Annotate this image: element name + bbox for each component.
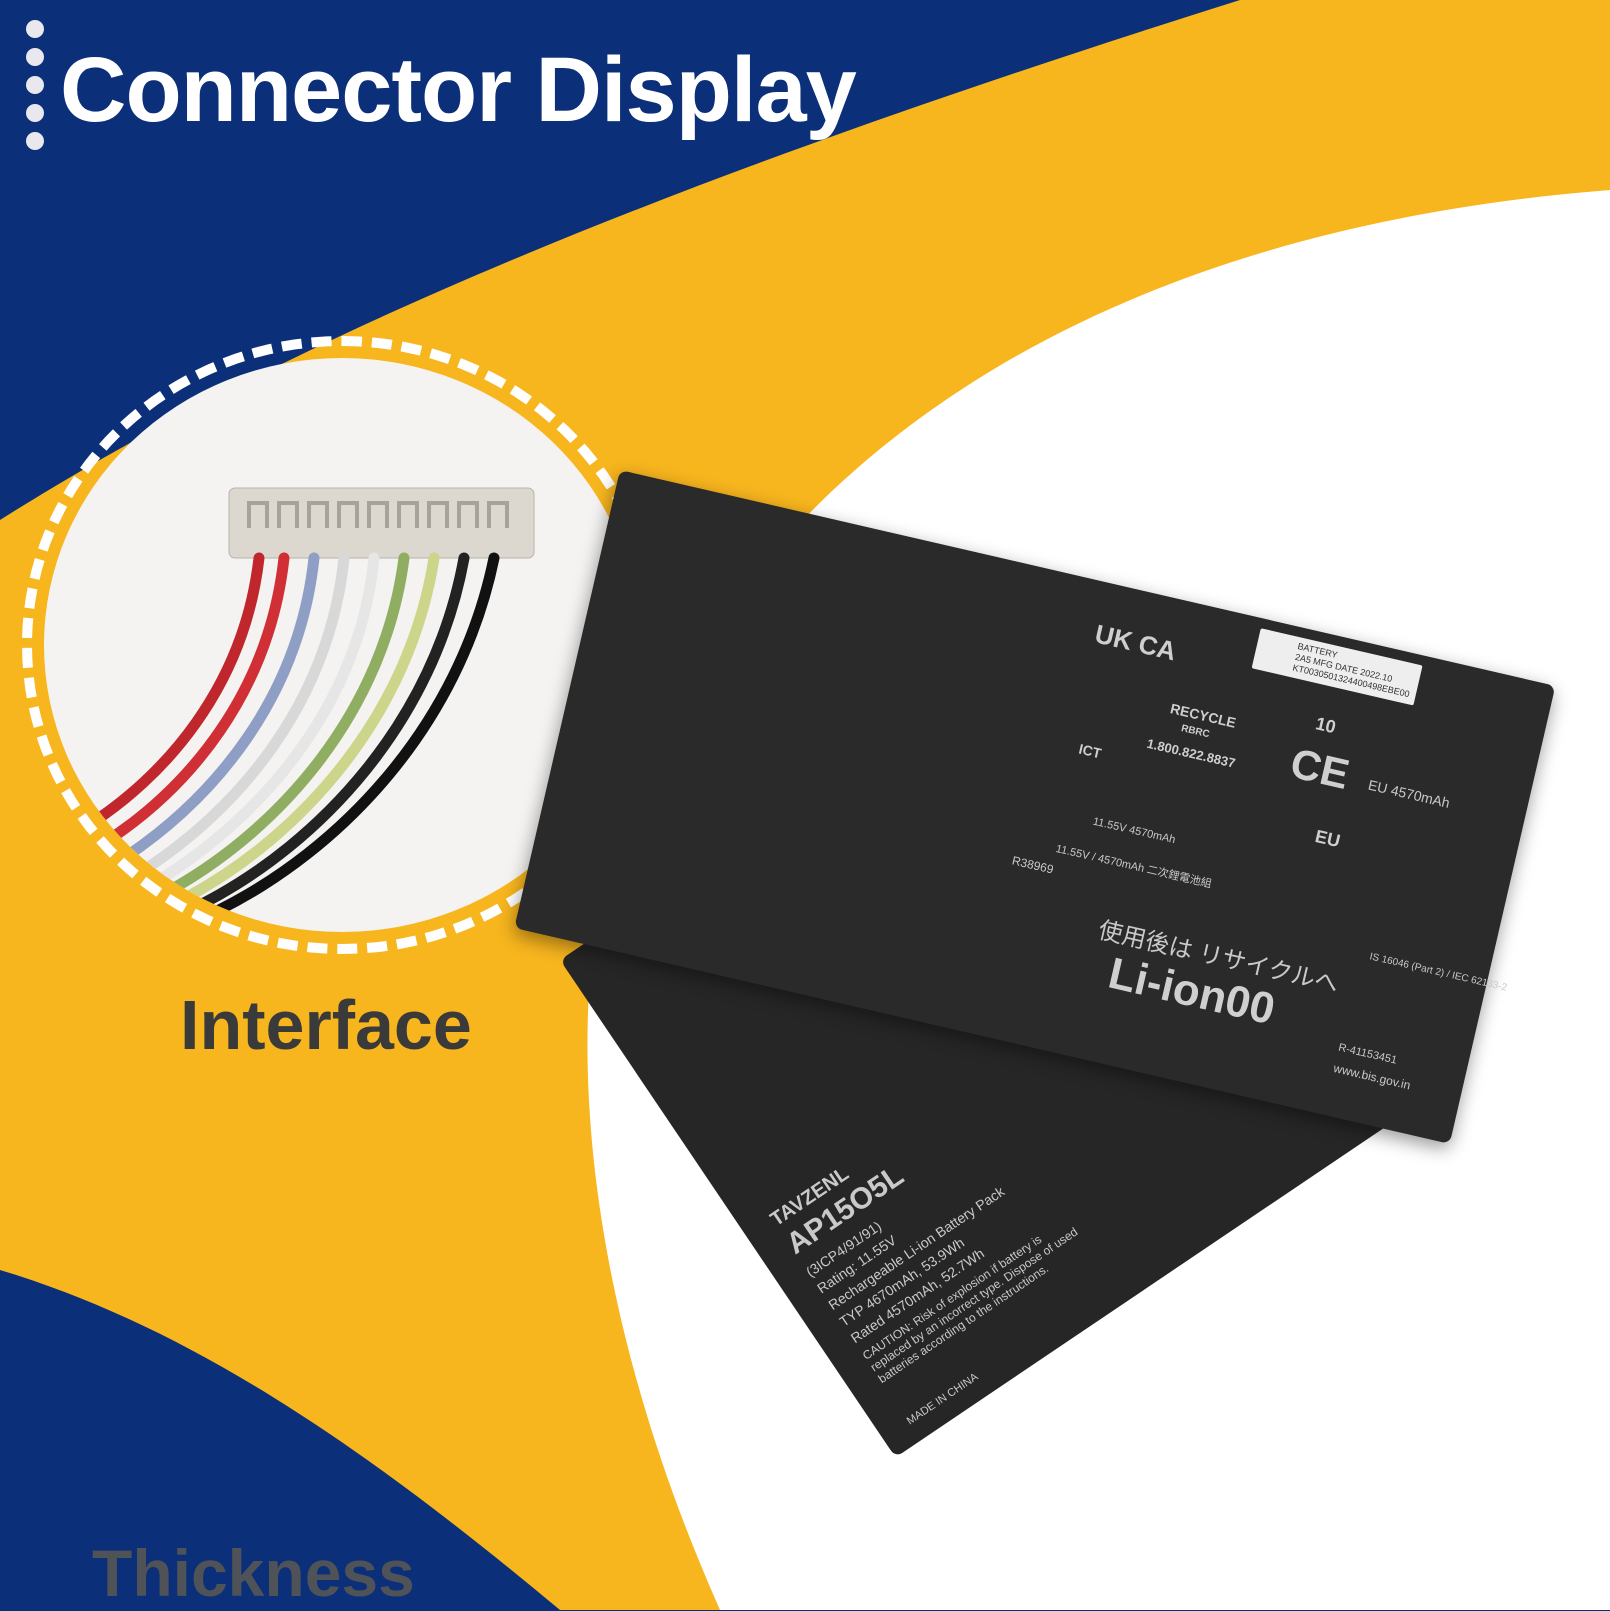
- pse-rating: 11.55V 4570mAh: [1091, 815, 1177, 847]
- eu-capacity: EU 4570mAh: [1366, 776, 1452, 811]
- thickness-label: Thickness: [92, 1536, 415, 1610]
- eu-mark: EU: [1313, 826, 1343, 852]
- rbrc-text: RBRC: [1180, 723, 1211, 741]
- taiwan-rating: 11.55V / 4570mAh 二次鋰電池組: [1054, 842, 1213, 891]
- connector-zoom-circle: [22, 336, 662, 954]
- decorative-dots: [26, 20, 46, 160]
- interface-label: Interface: [180, 986, 472, 1064]
- ten-year-mark: 10: [1313, 713, 1338, 738]
- registration-number: R38969: [1010, 853, 1055, 877]
- ukca-mark: UK CA: [1092, 618, 1180, 667]
- connector-image: [78, 487, 535, 916]
- ce-mark: CE: [1286, 739, 1354, 799]
- recycle-seal: RECYCLE: [1168, 700, 1238, 731]
- is-standard: IS 16046 (Part 2) / IEC 62133-2: [1368, 951, 1509, 994]
- page-title: Connector Display: [60, 39, 857, 141]
- ict-mark: ICT: [1077, 740, 1103, 762]
- bis-url: www.bis.gov.in: [1332, 1061, 1412, 1093]
- rbrc-phone: 1.800.822.8837: [1145, 735, 1237, 771]
